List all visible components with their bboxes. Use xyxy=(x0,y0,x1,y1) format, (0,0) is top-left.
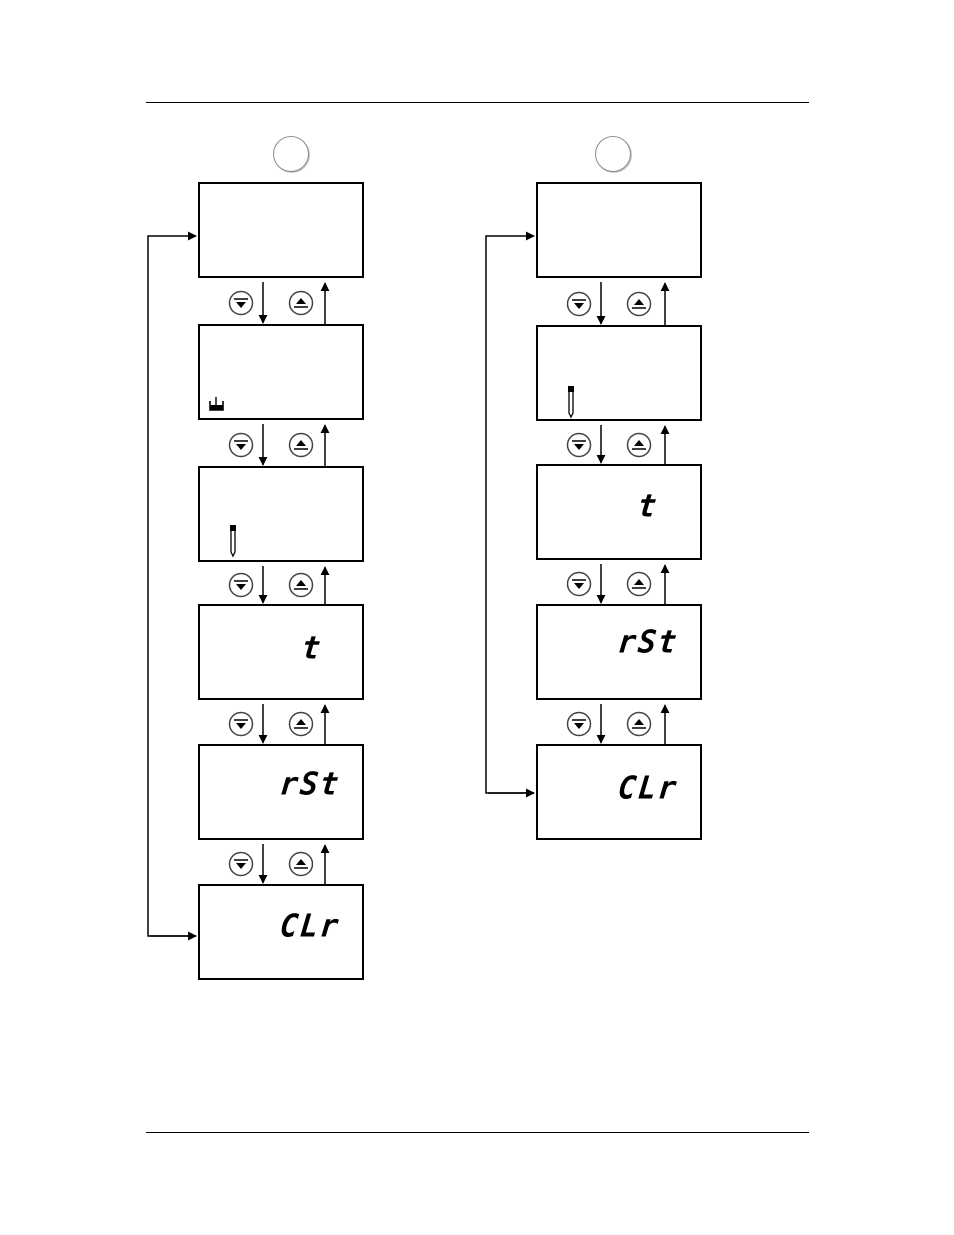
up-key-icon xyxy=(288,711,314,737)
down-key-icon xyxy=(566,711,592,737)
lcd-text: CLr xyxy=(278,911,341,943)
loop-line-left xyxy=(148,236,196,936)
lcd-screen xyxy=(536,182,702,278)
probe-icon xyxy=(228,524,238,558)
down-key-icon xyxy=(228,572,254,598)
lcd-text: rSt xyxy=(616,627,679,659)
lcd-screen xyxy=(198,466,364,562)
down-key-icon xyxy=(228,711,254,737)
up-key-icon xyxy=(626,291,652,317)
lcd-screen xyxy=(198,324,364,420)
up-key-icon xyxy=(626,571,652,597)
down-key-icon xyxy=(566,571,592,597)
loop-line-right xyxy=(486,236,534,793)
lcd-screen: CLr xyxy=(198,884,364,980)
lcd-text: CLr xyxy=(616,773,679,805)
down-key-icon xyxy=(228,851,254,877)
probe-icon xyxy=(566,385,576,419)
lcd-screen: rSt xyxy=(198,744,364,840)
lcd-text: t xyxy=(636,491,659,523)
down-key-icon xyxy=(566,432,592,458)
up-key-icon xyxy=(626,711,652,737)
lcd-screen xyxy=(536,325,702,421)
lcd-screen: rSt xyxy=(536,604,702,700)
up-key-icon xyxy=(626,432,652,458)
up-key-icon xyxy=(288,851,314,877)
up-key-icon xyxy=(288,290,314,316)
lcd-screen: t xyxy=(536,464,702,560)
lcd-screen xyxy=(198,182,364,278)
up-key-icon xyxy=(288,432,314,458)
lcd-text: t xyxy=(300,633,323,665)
down-key-icon xyxy=(566,291,592,317)
lcd-screen: t xyxy=(198,604,364,700)
up-key-icon xyxy=(288,572,314,598)
down-key-icon xyxy=(228,290,254,316)
beaker-icon xyxy=(209,396,225,412)
lcd-text: rSt xyxy=(278,769,341,801)
down-key-icon xyxy=(228,432,254,458)
lcd-screen: CLr xyxy=(536,744,702,840)
